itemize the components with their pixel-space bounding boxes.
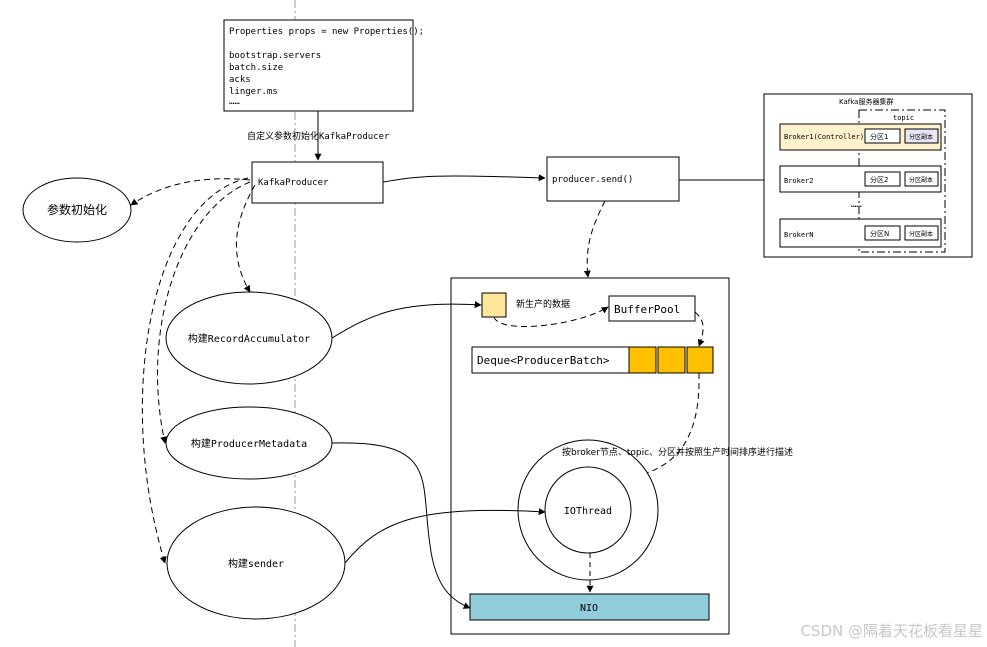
arrow-newdata-to-bufferpool bbox=[493, 306, 609, 327]
broker-2-label: Broker2 bbox=[784, 177, 814, 185]
new-data-label: 新生产的数据 bbox=[516, 298, 570, 310]
replica-n-label: 分区副本 bbox=[909, 230, 933, 238]
buffer-pool-box: BufferPool bbox=[608, 295, 696, 322]
broker-n-label: BrokerN bbox=[784, 231, 814, 239]
producer-send-label: producer.send() bbox=[552, 175, 633, 185]
arrow-producer-to-send bbox=[382, 174, 546, 183]
deque-row: Deque<ProducerBatch> bbox=[471, 346, 714, 374]
replica-2 bbox=[904, 171, 939, 187]
kafka-producer-box: KafkaProducer bbox=[251, 161, 384, 204]
nio-label: NIO bbox=[580, 603, 598, 614]
buffer-pool-label: BufferPool bbox=[614, 303, 680, 316]
replica-n bbox=[904, 225, 939, 241]
iothread-group: IOThread bbox=[517, 439, 659, 581]
arrow-accumulator-to-newdata bbox=[331, 301, 482, 339]
io-desc-label: 按broker节点、topic、分区并按照生产时间排序进行描述 bbox=[562, 446, 793, 458]
replica-2-label: 分区副本 bbox=[909, 176, 933, 184]
arrow-to-metadata bbox=[157, 181, 251, 444]
props-line-5: linger.ms bbox=[229, 87, 278, 97]
partition-n bbox=[864, 225, 901, 241]
partition-2-label: 分区2 bbox=[870, 175, 888, 184]
replica-1-label: 分区副本 bbox=[909, 133, 933, 141]
build-sender-ellipse: 构建sender bbox=[166, 506, 346, 620]
cluster-ellipsis: …… bbox=[851, 200, 862, 210]
replica-1 bbox=[904, 128, 939, 144]
build-accumulator-label: 构建RecordAccumulator bbox=[188, 332, 310, 345]
partition-1-label: 分区1 bbox=[870, 132, 888, 141]
arrow-send-to-buffer bbox=[583, 200, 606, 278]
arrow-to-param-init bbox=[130, 178, 251, 206]
cluster-title: Kafka服务器集群 bbox=[839, 97, 893, 106]
arrow-bufferpool-to-deque bbox=[694, 311, 705, 347]
props-line-3: batch.size bbox=[229, 63, 283, 73]
deque-batch-1 bbox=[628, 346, 657, 374]
new-data-square bbox=[481, 292, 507, 318]
arrow-to-sender bbox=[141, 177, 249, 564]
properties-box: Properties props = new Properties(); boo… bbox=[223, 19, 424, 112]
arrow-to-accumulator bbox=[235, 184, 256, 293]
param-init-ellipse: 参数初始化 bbox=[22, 177, 132, 243]
deque-label: Deque<ProducerBatch> bbox=[477, 354, 610, 367]
partition-n-label: 分区N bbox=[870, 229, 889, 238]
kafka-cluster: Kafka服务器集群 topic Broker1(Controller) 分区1… bbox=[763, 93, 973, 258]
props-line-6: …… bbox=[229, 97, 240, 107]
watermark-text: CSDN @隔着天花板看星星 bbox=[800, 622, 983, 640]
arrow-sender-to-iothread bbox=[344, 508, 546, 564]
kafka-producer-label: KafkaProducer bbox=[258, 178, 329, 188]
build-sender-label: 构建sender bbox=[228, 557, 284, 570]
build-accumulator-ellipse: 构建RecordAccumulator bbox=[165, 291, 333, 385]
props-line-2: bootstrap.servers bbox=[229, 51, 321, 61]
broker-1-label: Broker1(Controller) bbox=[784, 133, 864, 141]
arrow-metadata-to-nio bbox=[331, 442, 471, 609]
producer-send-box: producer.send() bbox=[546, 156, 680, 202]
param-init-label: 参数初始化 bbox=[47, 202, 107, 217]
topic-label: topic bbox=[893, 114, 914, 122]
deque-batch-2 bbox=[657, 346, 686, 374]
iothread-label: IOThread bbox=[564, 506, 612, 517]
custom-init-label: 自定义参数初始化KafkaProducer bbox=[247, 130, 390, 142]
props-line-0: Properties props = new Properties(); bbox=[229, 27, 424, 37]
partition-1 bbox=[864, 128, 901, 144]
nio-bar: NIO bbox=[469, 593, 710, 621]
build-metadata-ellipse: 构建ProducerMetadata bbox=[165, 406, 333, 480]
deque-batch-3 bbox=[686, 346, 714, 374]
partition-2 bbox=[864, 171, 901, 187]
build-metadata-label: 构建ProducerMetadata bbox=[191, 437, 307, 450]
props-line-4: acks bbox=[229, 75, 251, 85]
